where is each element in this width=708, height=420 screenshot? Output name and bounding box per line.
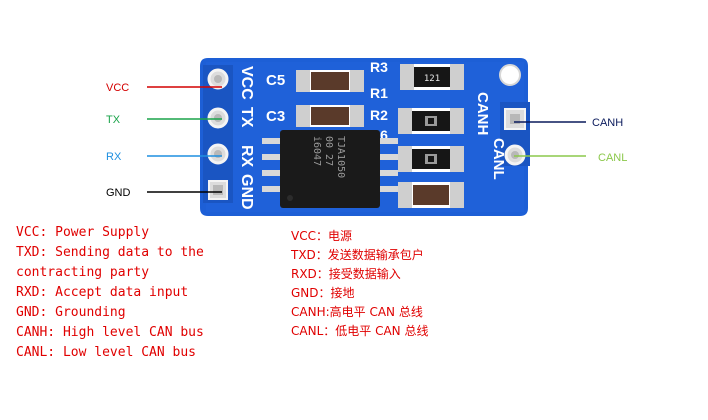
en-desc-gnd: GND: Grounding — [16, 305, 126, 320]
cn-desc-vcc: VCC：电源 — [291, 229, 352, 243]
capacitor-bottom — [398, 182, 464, 208]
cn-desc-gnd: GND：接地 — [291, 286, 355, 300]
chip-marking-2: 00 27 — [323, 136, 334, 166]
cn-desc-canh: CANH:高电平 CAN 总线 — [291, 305, 423, 319]
en-desc-rxd: RXD: Accept data input — [16, 285, 189, 300]
canh-callout-label: CANH — [592, 117, 623, 129]
vcc-callout-label: VCC — [106, 82, 129, 94]
silk-canh: CANH — [474, 92, 491, 135]
chinese-description-list: VCC：电源 TXD：发送数据输承包户 RXD：接受数据输入 GND：接地 CA… — [291, 227, 428, 341]
gnd-callout-label: GND — [106, 187, 131, 199]
resistor-code-text: 121 — [424, 74, 440, 84]
silk-c3: C3 — [266, 108, 285, 125]
chip-marking-3: i6047 — [311, 136, 322, 166]
en-desc-canh: CANH: High level CAN bus — [16, 325, 204, 340]
resistor-r1 — [398, 108, 464, 134]
en-desc-txd-cont: contracting party — [16, 265, 150, 280]
english-description-list: VCC: Power Supply TXD: Sending data to t… — [16, 223, 276, 363]
silk-canl: CANL — [490, 138, 507, 180]
tja1050-chip: TJA1050 00 27 i6047 — [262, 130, 398, 208]
capacitor-c5 — [296, 70, 364, 92]
chip-marking-1: TJA1050 — [335, 136, 346, 178]
cn-desc-txd: TXD：发送数据输承包户 — [291, 248, 424, 262]
tx-callout-label: TX — [106, 114, 121, 126]
resistor-121: 121 — [400, 64, 464, 90]
silk-vcc: VCC — [238, 66, 255, 100]
silk-r2: R2 — [370, 107, 388, 123]
silk-tx: TX — [238, 107, 255, 128]
silk-r3: R3 — [370, 59, 388, 75]
en-desc-vcc: VCC: Power Supply — [16, 225, 150, 240]
rx-callout-label: RX — [106, 151, 122, 163]
cn-desc-rxd: RXD：接受数据输入 — [291, 267, 401, 281]
silk-rx: RX — [238, 145, 255, 168]
silk-gnd: GND — [238, 174, 255, 210]
resistor-r2 — [398, 146, 464, 172]
mounting-hole — [499, 64, 521, 86]
en-desc-canl: CANL: Low level CAN bus — [16, 345, 197, 360]
silk-c5: C5 — [266, 72, 285, 89]
en-desc-txd: TXD: Sending data to the — [16, 245, 204, 260]
capacitor-c3 — [296, 105, 364, 127]
canl-callout-label: CANL — [598, 152, 627, 164]
cn-desc-canl: CANL：低电平 CAN 总线 — [291, 324, 429, 338]
left-pin-header — [203, 65, 233, 203]
silk-r1: R1 — [370, 85, 388, 101]
